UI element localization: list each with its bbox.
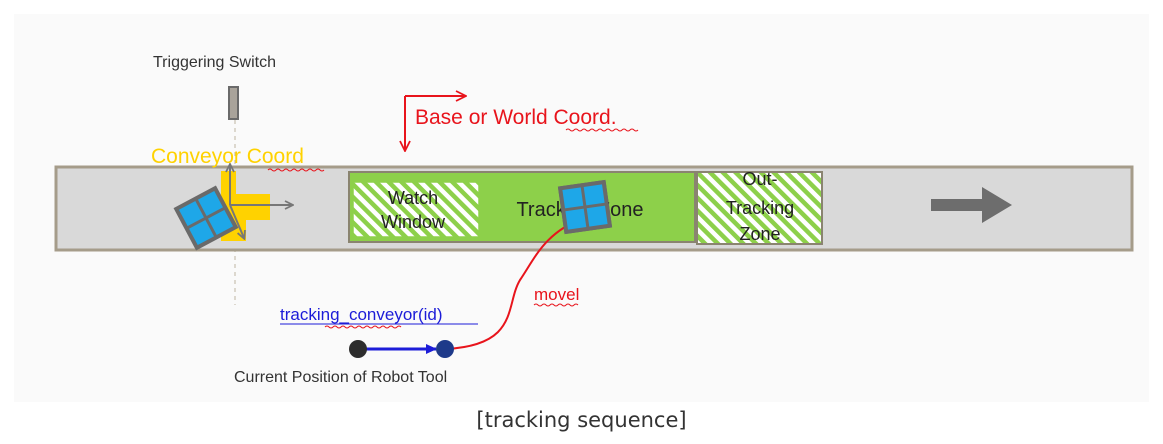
object-box-tracking-overlay	[557, 179, 613, 235]
base-coord-label: Base or World Coord.	[415, 106, 617, 129]
robot-tool-label: Current Position of Robot Tool	[234, 369, 447, 386]
out-tracking-zone	[696, 171, 823, 245]
robot-tool-end-dot	[436, 340, 454, 358]
figure-caption: [tracking sequence]	[476, 408, 687, 432]
watch-window-line2: Window	[381, 212, 446, 232]
tracking-conveyor-spell-underline	[324, 325, 402, 329]
base-coord-spell-underline	[565, 128, 639, 132]
object-box-left	[173, 185, 239, 251]
out-zone-line1: Out-	[742, 169, 777, 189]
conveyor-direction-arrow	[931, 187, 1012, 223]
movel-path	[445, 216, 585, 350]
watch-window-line1: Watch	[388, 188, 438, 208]
tracking-conveyor-label: tracking_conveyor(id)	[280, 305, 443, 324]
movel-spell-underline	[533, 303, 579, 307]
conveyor-axis-z	[229, 204, 244, 238]
watch-window	[352, 181, 480, 238]
triggering-switch	[228, 86, 239, 120]
out-zone-line2: Tracking	[726, 198, 794, 218]
conveyor-coord-label: Conveyor Coord	[151, 145, 304, 168]
movel-label: movel	[534, 285, 579, 304]
robot-tool-start-dot	[349, 340, 367, 358]
out-zone-line3: Zone	[739, 224, 780, 244]
conveyor-coord-spell-underline	[267, 168, 325, 172]
trigger-label: Triggering Switch	[153, 54, 276, 71]
